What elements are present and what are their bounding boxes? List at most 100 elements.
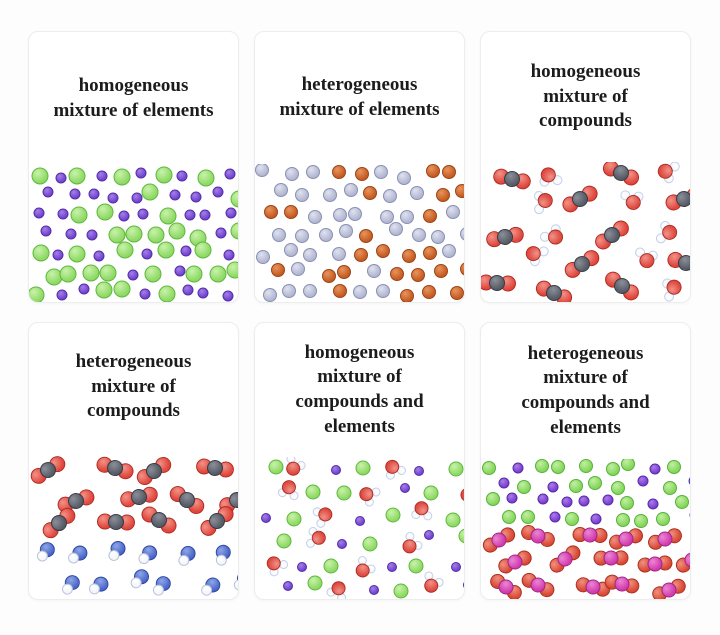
card-heterogeneous-mixture-of-compounds: heterogeneous mixture of compounds xyxy=(28,322,239,600)
green-atom xyxy=(141,183,159,201)
gray-atom xyxy=(263,287,278,302)
orange-atom xyxy=(455,183,464,198)
green-atom xyxy=(168,222,186,240)
green-atom xyxy=(29,286,45,302)
purple-atom xyxy=(65,228,77,240)
purple-atom xyxy=(131,192,143,204)
purple-atom xyxy=(355,515,366,526)
purple-atom xyxy=(137,208,149,220)
blue-white-molecule xyxy=(36,541,57,563)
green-atom xyxy=(197,169,215,187)
gray-atom xyxy=(255,249,270,264)
green-atom xyxy=(393,583,409,599)
gray-atom xyxy=(399,209,414,224)
green-atom xyxy=(355,460,371,476)
magenta-red-molecule xyxy=(637,554,674,573)
purple-atom xyxy=(118,210,130,222)
blue-white-molecule xyxy=(108,540,126,561)
purple-atom xyxy=(537,493,549,505)
green-atom xyxy=(535,459,550,473)
card-title: heterogeneous mixture of compounds and e… xyxy=(521,342,650,438)
green-atom xyxy=(68,245,86,263)
green-atom xyxy=(674,494,689,509)
card-title: heterogeneous mixture of elements xyxy=(279,74,440,120)
orange-atom xyxy=(422,208,437,223)
co2-molecule xyxy=(602,268,643,302)
water-molecule xyxy=(397,530,425,558)
card-heterogeneous-mixture-of-compounds-and-elements: heterogeneous mixture of compounds and e… xyxy=(480,322,691,600)
purple-atom xyxy=(93,250,105,262)
green-atom xyxy=(606,461,621,476)
gray-atom xyxy=(376,283,391,298)
blue-white-molecule xyxy=(129,567,151,590)
gray-atom xyxy=(344,182,359,197)
gray-atom xyxy=(303,284,318,299)
purple-atom xyxy=(506,492,518,504)
water-molecule xyxy=(310,503,335,530)
co2-molecule xyxy=(139,503,180,537)
green-atom xyxy=(230,190,238,208)
purple-atom xyxy=(649,463,661,475)
gray-atom xyxy=(411,227,426,242)
green-atom xyxy=(458,528,464,544)
gray-atom xyxy=(271,228,286,242)
green-atom xyxy=(634,514,649,528)
purple-atom xyxy=(88,188,100,200)
purple-atom xyxy=(176,170,188,182)
co2-molecule xyxy=(94,455,136,482)
gray-atom xyxy=(442,243,457,258)
green-atom xyxy=(194,241,212,259)
gray-atom xyxy=(383,188,398,203)
green-atom xyxy=(423,485,439,501)
purple-atom xyxy=(86,229,98,241)
green-atom xyxy=(362,536,378,552)
green-atom xyxy=(666,460,681,475)
magenta-red-molecule xyxy=(518,522,557,550)
water-molecule xyxy=(531,189,554,215)
purple-atom xyxy=(637,475,649,487)
co2-molecule xyxy=(663,185,690,213)
green-atom xyxy=(209,265,227,283)
co2-molecule xyxy=(600,162,642,189)
gray-atom xyxy=(255,164,269,178)
green-atom xyxy=(230,222,238,240)
water-molecule xyxy=(633,246,658,269)
green-atom xyxy=(276,533,292,549)
green-atom xyxy=(113,280,131,298)
co2-molecule xyxy=(532,277,575,302)
water-molecule xyxy=(456,482,464,510)
purple-atom xyxy=(69,188,81,200)
particle-field xyxy=(481,162,690,302)
purple-atom xyxy=(336,539,347,550)
green-atom xyxy=(408,558,424,574)
co2-molecule xyxy=(666,249,690,276)
purple-atom xyxy=(107,192,119,204)
purple-atom xyxy=(222,290,234,302)
gray-atom xyxy=(366,264,381,279)
purple-atom xyxy=(135,167,147,179)
co2-molecule xyxy=(133,453,175,488)
purple-atom xyxy=(225,207,237,219)
purple-atom xyxy=(33,207,45,219)
green-atom xyxy=(31,167,49,185)
green-atom xyxy=(116,241,134,259)
purple-atom xyxy=(139,288,151,300)
green-atom xyxy=(185,265,203,283)
green-atom xyxy=(516,479,531,494)
card-title: homogeneous mixture of compounds xyxy=(530,60,641,132)
purple-atom xyxy=(399,483,410,494)
green-atom xyxy=(144,265,162,283)
purple-atom xyxy=(56,289,68,301)
water-molecule xyxy=(655,162,681,185)
purple-atom xyxy=(547,481,559,493)
purple-atom xyxy=(169,189,181,201)
co2-molecule xyxy=(481,274,517,293)
co2-molecule xyxy=(96,512,136,531)
water-molecule xyxy=(277,479,301,502)
orange-atom xyxy=(426,164,441,179)
orange-atom xyxy=(332,284,347,299)
co2-molecule xyxy=(118,485,160,509)
magenta-red-molecule xyxy=(481,524,519,556)
orange-atom xyxy=(422,284,437,299)
